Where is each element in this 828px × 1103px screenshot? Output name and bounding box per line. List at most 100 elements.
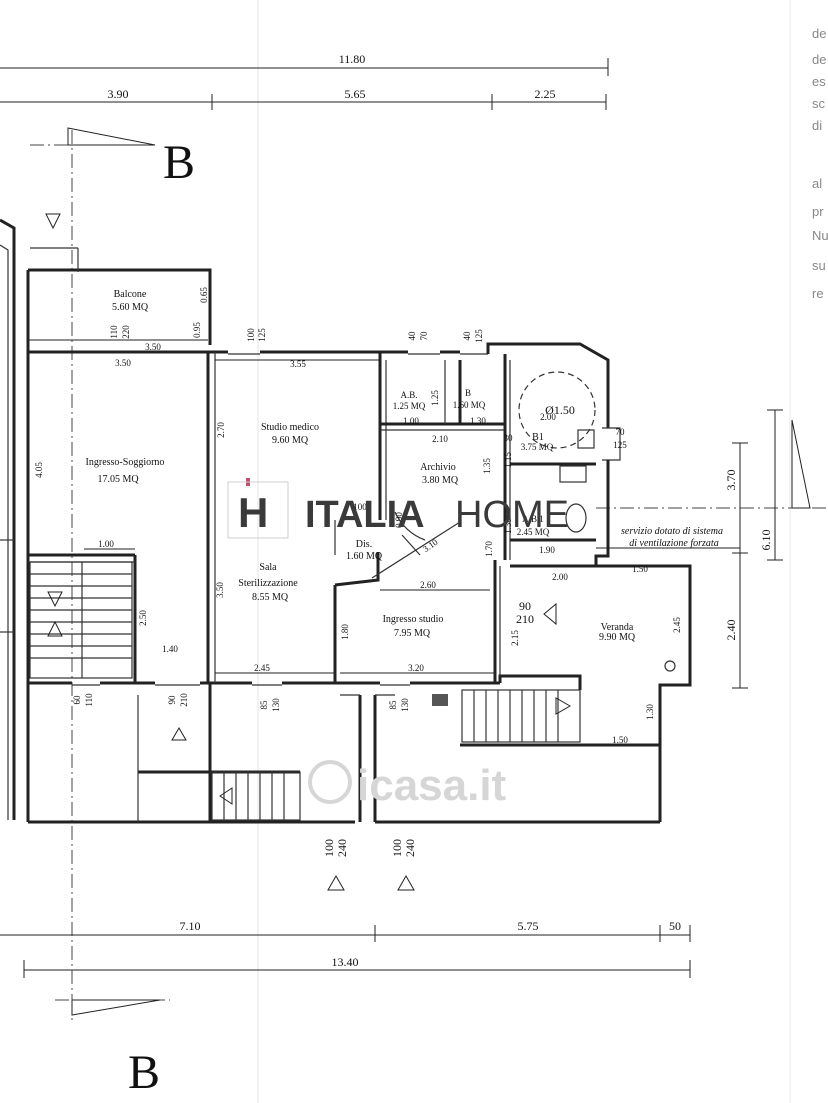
right-dimensions: 3.70 2.40 6.10 [724,409,783,689]
room-ab-area: 1.25 MQ [393,401,426,411]
watermark-italiahome: H ITALIA HOME [227,478,569,539]
dim-label-margin-text-4: di [812,118,822,133]
room-ingresso-studio-name: Ingresso studio [383,614,444,625]
dim-label-margin-text-3: sc [812,96,826,111]
sink-fixture [577,429,595,449]
dim-label-inner-dims-w320: 3.20 [408,663,424,673]
dim-top-seg-3: 2.25 [535,87,556,101]
room-b-name: B [465,388,471,398]
staircase-left [29,561,133,679]
dim-label-openings-o10b: 130 [400,698,410,712]
bottom-dimensions: 7.10 5.75 50 13.40 [0,919,691,978]
dim-label-openings-o5b: 125 [613,440,627,450]
dim-label-inner-dims-arch-h135: 1.35 [482,458,492,474]
dim-label-openings-o1b: 220 [121,325,131,339]
watermark-brand-light: HOME [455,494,569,536]
room-sala-area: 8.55 MQ [252,592,289,603]
watermark-icasa: icasa.it [308,760,507,810]
dim-label-inner-dims-ver-w150b: 1.50 [612,735,628,745]
room-ab1-name: A.B.1 [522,514,544,524]
dim-label-inner-dims-ver-w150: 1.50 [632,564,648,574]
section-marker-bottom: B [55,999,170,1099]
room-dis-name: Dis. [356,539,372,550]
dim-label-openings-o11: 100 [322,839,336,857]
room-studio-area: 9.60 MQ [272,435,309,446]
dim-label-openings-o6b: 210 [516,612,534,626]
dim-label-margin-text-2: es [812,74,826,89]
note-line-2: di ventilazione forzata [629,538,718,549]
walls [0,218,692,824]
dim-overall-top: 11.80 [339,52,366,66]
dim-label-inner-dims-w100: 1.00 [98,539,114,549]
note-line-1: servizio dotato di sistema [621,526,723,537]
dim-label-openings-o6: 90 [519,599,531,613]
dim-label-openings-o9: 85 [259,700,269,710]
dim-label-openings-o4b: 125 [474,329,484,343]
watermark-brand-strong: ITALIA [305,494,425,536]
section-marker-top: B [30,127,195,189]
dim-label-openings-o4: 40 [462,331,472,341]
section-label-top: B [163,136,195,189]
dim-label-inner-dims-ab1-h130: 1.30 [503,518,513,534]
room-b1-name: B1 [532,432,544,443]
room-balcone-area: 5.60 MQ [112,302,149,313]
dim-label-openings-o3b: 70 [419,331,429,341]
dim-label-inner-dims-dis-h090: 0.90 [394,512,404,528]
dim-label-inner-dims-ver-w200: 2.00 [552,572,568,582]
dim-label-inner-dims-h270: 2.70 [216,422,226,438]
inner-dimensions: 3.50 3.50 3.55 4.05 1.00 2.50 1.40 2.70 … [28,287,682,745]
dim-label-inner-dims-h180: 1.80 [340,624,350,640]
dim-label-openings-o11b: 240 [335,839,349,857]
room-veranda-area: 9.90 MQ [599,632,636,643]
dim-label-openings-o9b: 130 [271,698,281,712]
dim-label-openings-o8: 90 [167,695,177,705]
dim-label-openings-o7b: 110 [84,693,94,707]
margin-text: de de es sc di al pr Nu su re [812,26,828,301]
dim-label-inner-dims-h350: 3.50 [215,582,225,598]
dim-label-inner-dims-ab-w100: 1.00 [403,416,419,426]
dim-label-openings-o7: 60 [72,695,82,705]
dim-label-inner-dims-studio-w: 3.55 [290,359,306,369]
dim-right-1: 3.70 [724,470,738,491]
dim-label-inner-dims-h250: 2.50 [138,610,148,626]
room-sterilizzazione-name: Sterilizzazione [238,578,298,589]
watermark-brand-letter: H [238,489,268,536]
wc-fixture [559,465,587,483]
dim-bottom-seg-1: 7.10 [180,919,201,933]
toilet-fixture [565,503,587,533]
room-soggiorno-area: 17.05 MQ [97,474,139,485]
room-veranda-name: Veranda [601,622,634,633]
dim-label-inner-dims-soggiorno-w: 3.50 [115,358,131,368]
dim-label-inner-dims-ab1-h170: 1.70 [484,541,494,557]
room-labels: Balcone 5.60 MQ Ingresso-Soggiorno 17.05… [86,289,636,643]
dim-label-inner-dims-b-h125: 1.25 [430,390,440,406]
vent-grille [432,694,448,706]
dim-top-seg-2: 5.65 [345,87,366,101]
dim-label-inner-dims-balcone-w: 3.50 [145,342,161,352]
dim-top-seg-1: 3.90 [108,87,129,101]
drain-fixture [664,660,676,672]
room-studio-name: Studio medico [261,422,319,433]
dim-label-inner-dims-h065: 0.65 [199,287,209,303]
section-label-bottom: B [128,1046,160,1099]
entry-arrow-top [45,213,61,230]
dim-right-2: 6.10 [759,530,773,551]
dim-label-margin-text-7: Nu [812,228,828,243]
dim-label-inner-dims-b-w130: 1.30 [470,416,486,426]
dim-label-inner-dims-w140: 1.40 [162,644,178,654]
dim-label-inner-dims-h405: 4.05 [34,462,44,478]
turning-circle [518,371,596,449]
room-b1-area: 3.75 MQ [521,442,554,452]
entry-arrow-veranda [543,602,557,626]
dim-bottom-seg-2: 5.75 [518,919,539,933]
room-dis-area: 1.60 MQ [346,551,383,562]
dim-bottom-seg-3: 50 [669,919,681,933]
staircase-bottom [211,771,301,821]
room-archivio-name: Archivio [420,462,456,473]
dim-label-openings-o5: 70 [616,427,626,437]
dim-label-inner-dims-ver-h245: 2.45 [672,617,682,633]
staircase-veranda [461,689,581,743]
dim-label-margin-text-1: de [812,52,826,67]
room-archivio-area: 3.80 MQ [422,475,459,486]
